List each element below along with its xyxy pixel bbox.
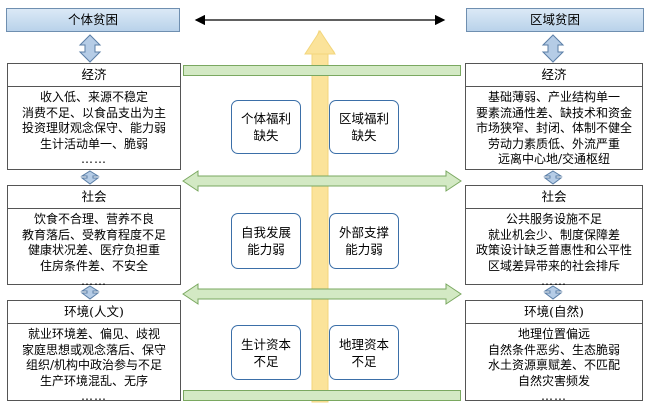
panel-line: 区域差异带来的社会排斥 (487, 258, 620, 273)
panel-line: 投资理财观念保守、能力弱 (21, 121, 166, 135)
panel-line: 远离中心地/交通枢纽 (497, 152, 611, 166)
box-line: 能力弱 (345, 242, 383, 257)
box-line: 不足 (253, 353, 279, 369)
panel-line: 基础薄弱、产业结构单一 (487, 90, 620, 104)
panel-line: 饮食不合理、营养不良 (33, 212, 154, 226)
regional-welfare-box: 区域福利缺失 (329, 100, 399, 154)
left-society-panel: 社会 饮食不合理、营养不良 教育落后、受教育程度不足 健康状况差、医疗负担重 住… (7, 185, 181, 288)
geographic-capital-box: 地理资本不足 (329, 325, 399, 380)
panel-title: 经济 (466, 64, 642, 87)
panel-ellipsis: …… (81, 389, 107, 403)
left-connector-arrow-1 (80, 170, 100, 185)
individual-poverty-title: 个体贫困 (6, 8, 180, 32)
panel-title: 经济 (8, 64, 180, 87)
green-double-arrow-1 (182, 170, 462, 192)
panel-line: 自然灾害频发 (517, 373, 590, 388)
box-line: 地理资本 (338, 336, 389, 352)
panel-line: 健康状况差、医疗负担重 (27, 243, 160, 257)
regional-poverty-title: 区域贫困 (466, 8, 644, 32)
green-bottom-bar (183, 390, 461, 401)
panel-line: 水土资源禀赋差、不匹配 (487, 358, 620, 372)
right-economy-panel: 经济 基础薄弱、产业结构单一 要素流通性差、缺技术和资金 市场狭窄、封闭、体制不… (465, 63, 643, 170)
panel-ellipsis: …… (541, 389, 567, 403)
panel-line: 收入低、来源不稳定 (39, 90, 148, 104)
left-connector-arrow-2 (80, 285, 100, 300)
panel-line: 自然条件恶劣、生态脆弱 (487, 342, 620, 357)
panel-line: 要素流通性差、缺技术和资金 (475, 105, 632, 120)
panel-line: 公共服务设施不足 (505, 212, 602, 226)
right-connector-arrow-1 (543, 170, 563, 185)
panel-title: 环境(人文) (8, 301, 180, 324)
panel-line: 消费不足、以食品支出为主 (21, 105, 166, 120)
green-double-arrow-2 (182, 283, 462, 305)
self-development-box: 自我发展能力弱 (231, 213, 301, 269)
box-line: 区域福利 (338, 111, 389, 126)
panel-title: 社会 (466, 186, 642, 209)
panel-ellipsis: …… (81, 152, 107, 166)
panel-line: 市场狭窄、封闭、体制不健全 (475, 121, 632, 135)
right-connector-arrow-2 (543, 285, 563, 300)
box-line: 缺失 (351, 128, 377, 143)
panel-line: 生产环境混乱、无序 (39, 373, 148, 388)
right-society-panel: 社会 公共服务设施不足 就业机会少、制度保障差 政策设计缺乏普惠性和公平性 区域… (465, 185, 643, 288)
livelihood-capital-box: 生计资本不足 (231, 325, 301, 380)
right-environment-panel: 环境(自然) 地理位置偏远 自然条件恶劣、生态脆弱 水土资源禀赋差、不匹配 自然… (465, 300, 643, 403)
box-line: 自我发展 (240, 225, 291, 240)
box-line: 外部支撑 (338, 225, 389, 240)
panel-title: 社会 (8, 186, 180, 209)
left-vertical-double-arrow (78, 34, 102, 63)
right-vertical-double-arrow (541, 34, 565, 63)
panel-ellipsis: …… (541, 274, 567, 288)
box-line: 能力弱 (247, 242, 285, 257)
box-line: 缺失 (253, 128, 279, 143)
external-support-box: 外部支撑能力弱 (329, 213, 399, 269)
left-environment-panel: 环境(人文) 就业环境差、偏见、歧视 家庭思想或观念落后、保守 组织/机构中政治… (7, 300, 181, 403)
panel-line: 地理位置偏远 (517, 327, 590, 341)
panel-line: 劳动力素质低、外流严重 (487, 136, 620, 151)
panel-ellipsis: …… (81, 274, 107, 288)
individual-welfare-box: 个体福利缺失 (231, 100, 301, 154)
panel-line: 住房条件差、不安全 (39, 258, 148, 273)
upward-arrow (304, 29, 336, 403)
panel-line: 教育落后、受教育程度不足 (21, 227, 166, 242)
panel-line: 政策设计缺乏普惠性和公平性 (475, 243, 632, 257)
box-line: 不足 (351, 353, 377, 369)
panel-title: 环境(自然) (466, 301, 642, 324)
panel-line: 组织/机构中政治参与不足 (25, 358, 163, 372)
panel-line: 家庭思想或观念落后、保守 (21, 342, 166, 357)
panel-line: 就业机会少、制度保障差 (487, 227, 620, 242)
box-line: 个体福利 (240, 111, 291, 126)
left-economy-panel: 经济 收入低、来源不稳定 消费不足、以食品支出为主 投资理财观念保守、能力弱 生… (7, 63, 181, 170)
panel-line: 生计活动单一、脆弱 (39, 136, 148, 151)
panel-line: 就业环境差、偏见、歧视 (27, 327, 160, 341)
box-line: 生计资本 (240, 336, 291, 352)
green-top-bar (183, 65, 461, 76)
